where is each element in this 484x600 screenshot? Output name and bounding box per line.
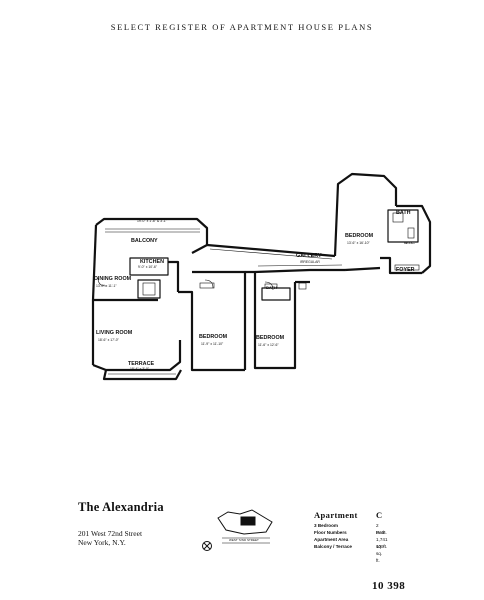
room-label-living: LIVING ROOM xyxy=(96,330,133,336)
room-dims-living: 18'-6" x 17'-0" xyxy=(98,338,119,342)
room-label-gallery: GALLERY xyxy=(296,253,322,259)
room-dims-terrace: 18'-4" x 3'-0" xyxy=(130,367,149,371)
room-label-bedroom-1: BEDROOM xyxy=(199,334,228,340)
room-label-dining: DINING ROOM xyxy=(94,276,132,282)
svg-text:WEST 72ND STREET: WEST 72ND STREET xyxy=(229,538,259,542)
room-dims-dining: 13'-0" x 11'-1" xyxy=(96,284,117,288)
room-label-bedroom-2: BEDROOM xyxy=(256,335,285,341)
address-line-2: New York, N.Y. xyxy=(78,538,126,547)
room-label-terrace: TERRACE xyxy=(128,361,155,367)
room-dims-bedroom-2: 11'-6" x 12'-6" xyxy=(258,343,279,347)
room-dims-kitchen: 9'-0" x 10'-6" xyxy=(138,265,157,269)
room-label-bath-east: BATH xyxy=(396,210,411,216)
building-address: 201 West 72nd Street New York, N.Y. xyxy=(78,529,142,547)
page-header: SELECT REGISTER OF APARTMENT HOUSE PLANS xyxy=(110,22,374,32)
page-number: 10 398 xyxy=(372,580,406,592)
apartment-value: C xyxy=(376,510,383,520)
room-label-balcony: BALCONY xyxy=(131,238,158,244)
room-dims-bedroom-1: 11'-9" x 11'-10" xyxy=(201,342,224,346)
room-dims-balcony: 19'-0" x 1'-6" & 3'-1" xyxy=(137,219,167,223)
room-label-bath-small: BATH xyxy=(266,285,277,290)
address-line-1: 201 West 72nd Street xyxy=(78,529,143,538)
building-name: The Alexandria xyxy=(78,500,164,514)
room-dims-bedroom-3: 13'-6" x 16'-10" xyxy=(347,241,370,245)
room-label-kitchen: KITCHEN xyxy=(140,259,164,265)
room-label-wic: W.I.C. xyxy=(404,240,415,245)
apartment-label: Apartment xyxy=(314,510,358,520)
room-dims-gallery: IRREGULAR xyxy=(300,260,320,264)
room-label-bedroom-3: BEDROOM xyxy=(345,233,374,239)
room-label-foyer: FOYER xyxy=(396,267,415,273)
